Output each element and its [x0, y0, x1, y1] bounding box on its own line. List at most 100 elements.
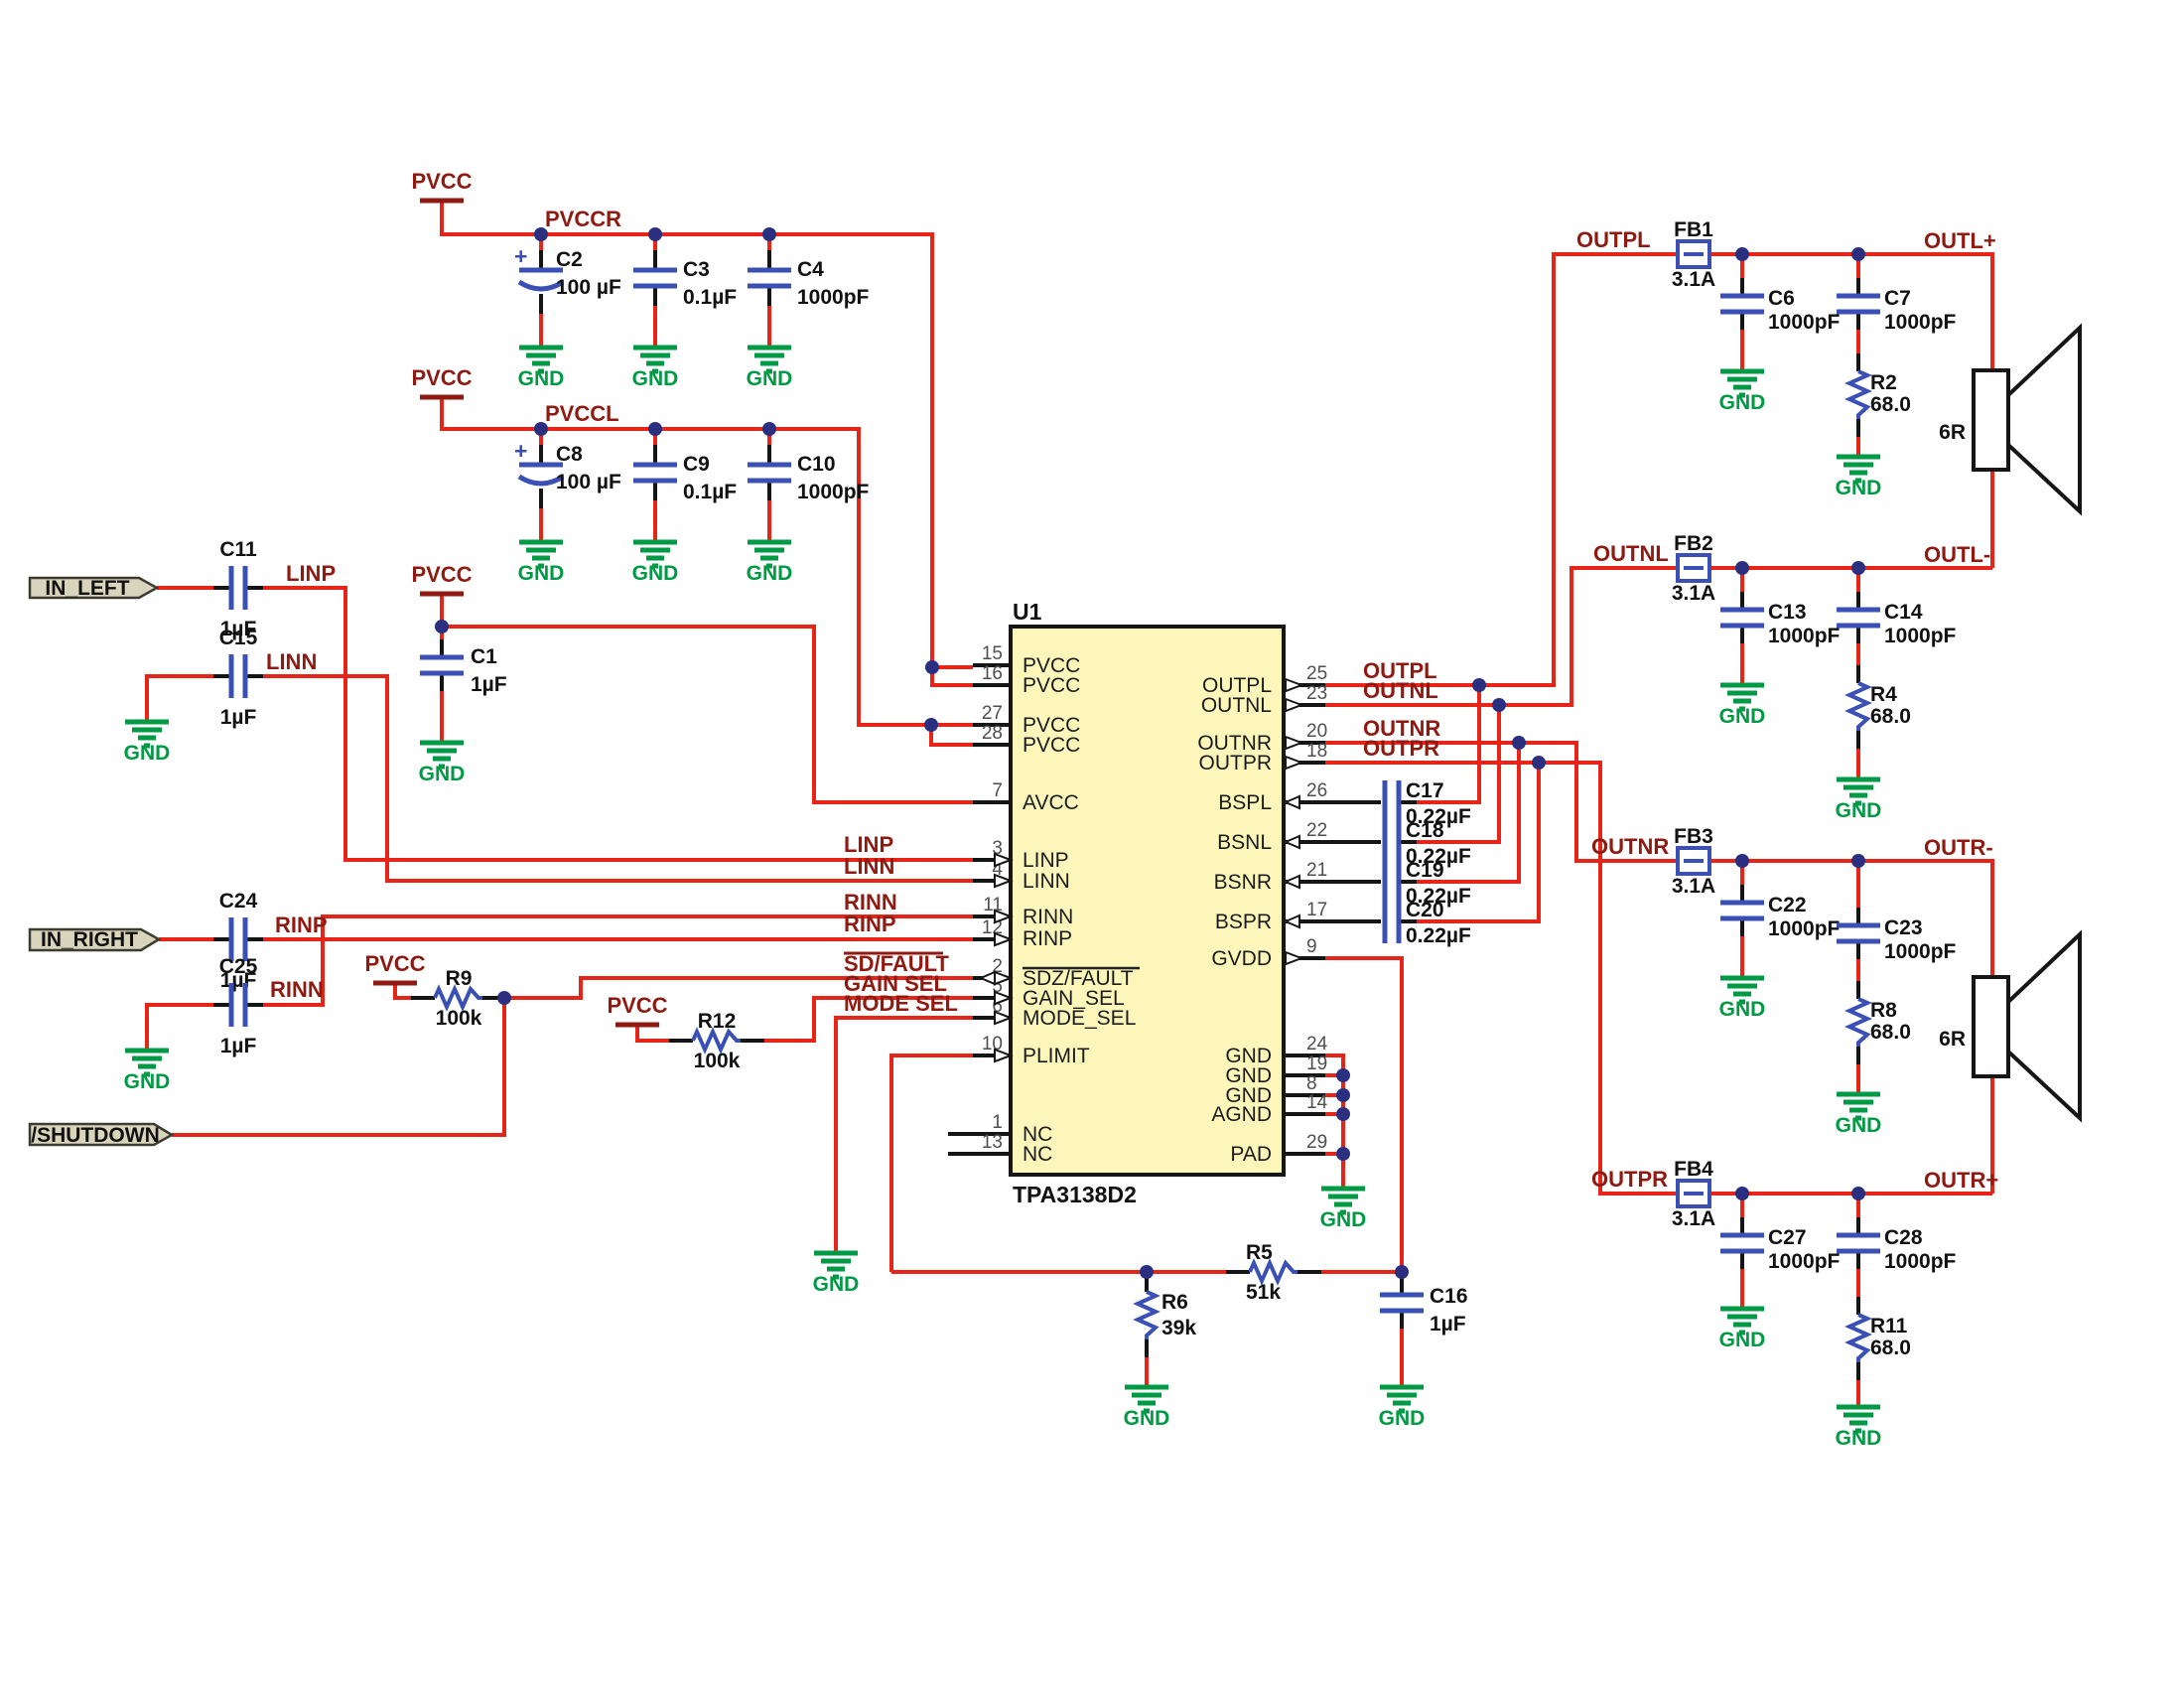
- wire-plimit: [889, 1054, 973, 1272]
- value: 1µF: [220, 706, 257, 729]
- capacitor-c3[interactable]: C30.1µF: [633, 258, 737, 309]
- speaker-left[interactable]: 6R: [1939, 323, 2082, 516]
- pin-number: 9: [1306, 936, 1317, 957]
- value: 68.0: [1870, 705, 1911, 728]
- value: 0.22µF: [1406, 924, 1471, 947]
- ref: C17: [1406, 779, 1444, 802]
- value: 1000pF: [1768, 311, 1841, 334]
- pin-name: OUTPL: [1202, 674, 1272, 697]
- wire-linn: [145, 674, 973, 883]
- capacitor-c17[interactable]: C17 0.22µF: [1385, 779, 1471, 828]
- ic-body[interactable]: [1009, 625, 1286, 1177]
- wire-gvdd: [1325, 956, 1404, 1272]
- pin-number: 21: [1306, 860, 1327, 881]
- speaker-right[interactable]: 6R: [1939, 929, 2082, 1123]
- pin-number: 29: [1306, 1132, 1327, 1153]
- pin-name: RINN: [1023, 906, 1073, 928]
- net-label-outpl: OUTPL: [1576, 227, 1651, 252]
- connector-in-right[interactable]: IN_RIGHT: [28, 927, 162, 952]
- value: 0.22µF: [1406, 805, 1471, 828]
- ic-part-number: TPA3138D2: [1013, 1182, 1137, 1207]
- value: 68.0: [1870, 1021, 1911, 1044]
- capacitor-c9[interactable]: C90.1µF: [633, 453, 737, 503]
- value: 100k: [436, 1007, 482, 1030]
- ref: C24: [219, 890, 258, 913]
- gnd-label: GND: [813, 1273, 860, 1296]
- pin-stubs: [213, 250, 1860, 1380]
- gnd-label: GND: [1836, 477, 1882, 499]
- pin-name: NC: [1023, 1123, 1052, 1146]
- ref: C23: [1884, 916, 1923, 939]
- pin-name: MODE_SEL: [1023, 1007, 1136, 1030]
- net-label-linp: LINP: [844, 832, 893, 857]
- ref: C7: [1884, 287, 1911, 310]
- value: 0.1µF: [683, 286, 737, 309]
- net-label-outnl: OUTNL: [1593, 541, 1669, 566]
- net-label-linn: LINN: [844, 854, 894, 879]
- ref: FB3: [1674, 825, 1713, 848]
- value: 68.0: [1870, 1336, 1911, 1359]
- pin-name: OUTPR: [1199, 752, 1273, 774]
- junction-dots: [435, 227, 1865, 1279]
- net-label-rinp: RINP: [275, 913, 328, 937]
- value: 1µF: [1430, 1313, 1466, 1336]
- ref: C8: [556, 443, 583, 466]
- capacitor-c20[interactable]: C20 0.22µF: [1385, 899, 1471, 947]
- pin-number: 19: [1306, 1054, 1327, 1074]
- net-label-rinn: RINN: [844, 890, 897, 914]
- pin-number: 24: [1306, 1034, 1328, 1055]
- pin-name: RINP: [1023, 927, 1072, 950]
- ic-u1[interactable]: U1 TPA3138D2 PVCC PVCC PVCC PVCC AVCC LI…: [982, 599, 1328, 1207]
- net-label-gain-sel: GAIN SEL: [844, 971, 947, 996]
- ref: C20: [1406, 899, 1444, 921]
- gnd-label: GND: [124, 742, 171, 765]
- pin-number: 27: [982, 703, 1003, 724]
- net-label-linp: LINP: [286, 561, 336, 586]
- value: 1µF: [220, 1035, 257, 1057]
- ref: R11: [1870, 1315, 1908, 1337]
- ref: C1: [471, 645, 497, 668]
- pin-name: PLIMIT: [1023, 1045, 1090, 1067]
- net-label-outnr: OUTNR: [1363, 716, 1440, 741]
- connector-shutdown[interactable]: /SHUTDOWN: [28, 1122, 175, 1147]
- value: 100 µF: [556, 276, 621, 299]
- pin-name: AGND: [1211, 1103, 1272, 1126]
- ground-symbols: GND GND GND GND GND GND GND GND GND GND …: [124, 348, 1882, 1450]
- wire-filter-row3: [1740, 861, 1860, 1094]
- net-label-outnr: OUTNR: [1591, 834, 1669, 859]
- pin-name: BSPL: [1218, 791, 1272, 814]
- pin-number: 16: [982, 663, 1003, 684]
- connector-in-left[interactable]: IN_LEFT: [28, 576, 160, 600]
